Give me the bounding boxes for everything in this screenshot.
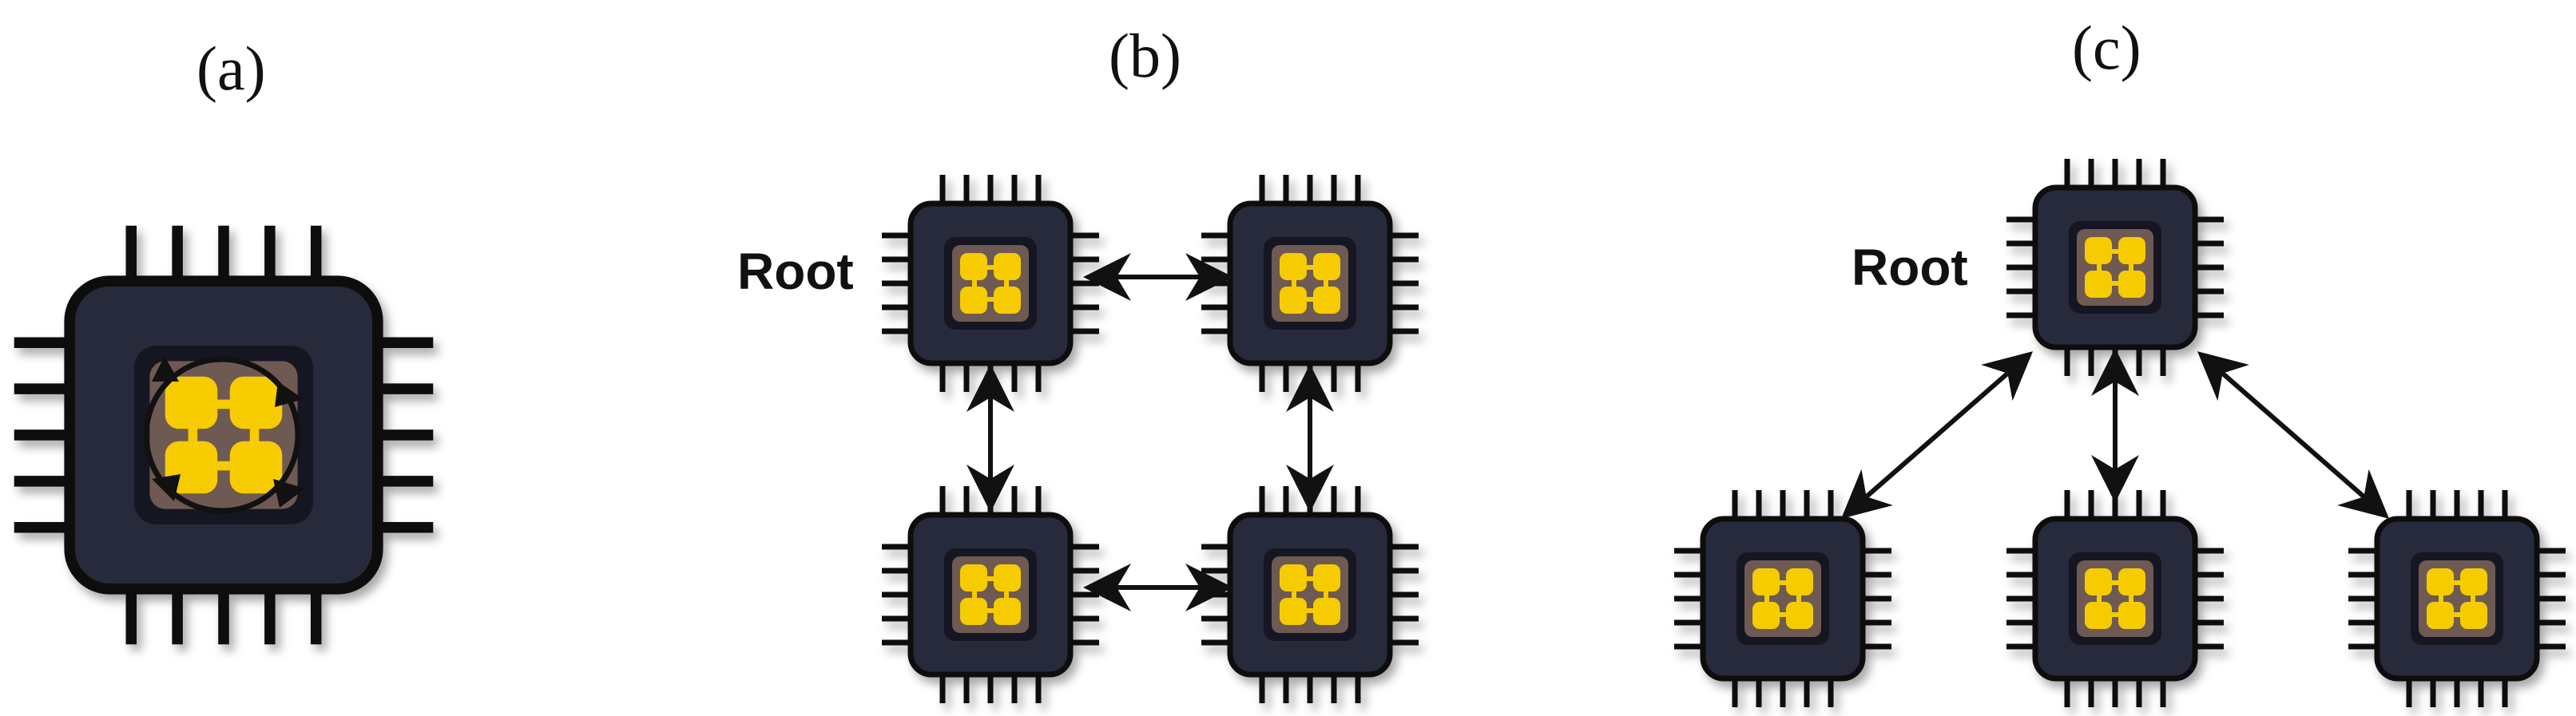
processor-chip-icon <box>14 226 434 645</box>
processor-chip-icon <box>2006 159 2224 376</box>
panel-b-root-label: Root <box>737 243 854 300</box>
processor-chip-icon <box>1201 486 1419 703</box>
panel-b-label: (b) <box>1109 21 1181 90</box>
panel-a-chip <box>14 226 434 645</box>
processor-chip-icon <box>1674 490 1891 707</box>
processor-chip-icon <box>2348 490 2566 707</box>
panel-b-topology: Root <box>737 175 1419 703</box>
processor-chip-icon <box>882 175 1099 392</box>
processor-chip-icon <box>2006 490 2224 707</box>
panel-a-label: (a) <box>196 34 266 103</box>
panel-c-label: (c) <box>2072 13 2141 82</box>
ring-allreduce-circle-icon <box>143 356 305 514</box>
panel-c-topology: Root <box>1674 159 2566 707</box>
processor-chip-icon <box>1201 175 1419 392</box>
panel-c-root-label: Root <box>1852 239 1968 296</box>
bidirectional-arrow-icon <box>1840 348 2390 519</box>
processor-chip-icon <box>882 486 1099 703</box>
bidirectional-arrow-icon <box>966 253 1334 611</box>
